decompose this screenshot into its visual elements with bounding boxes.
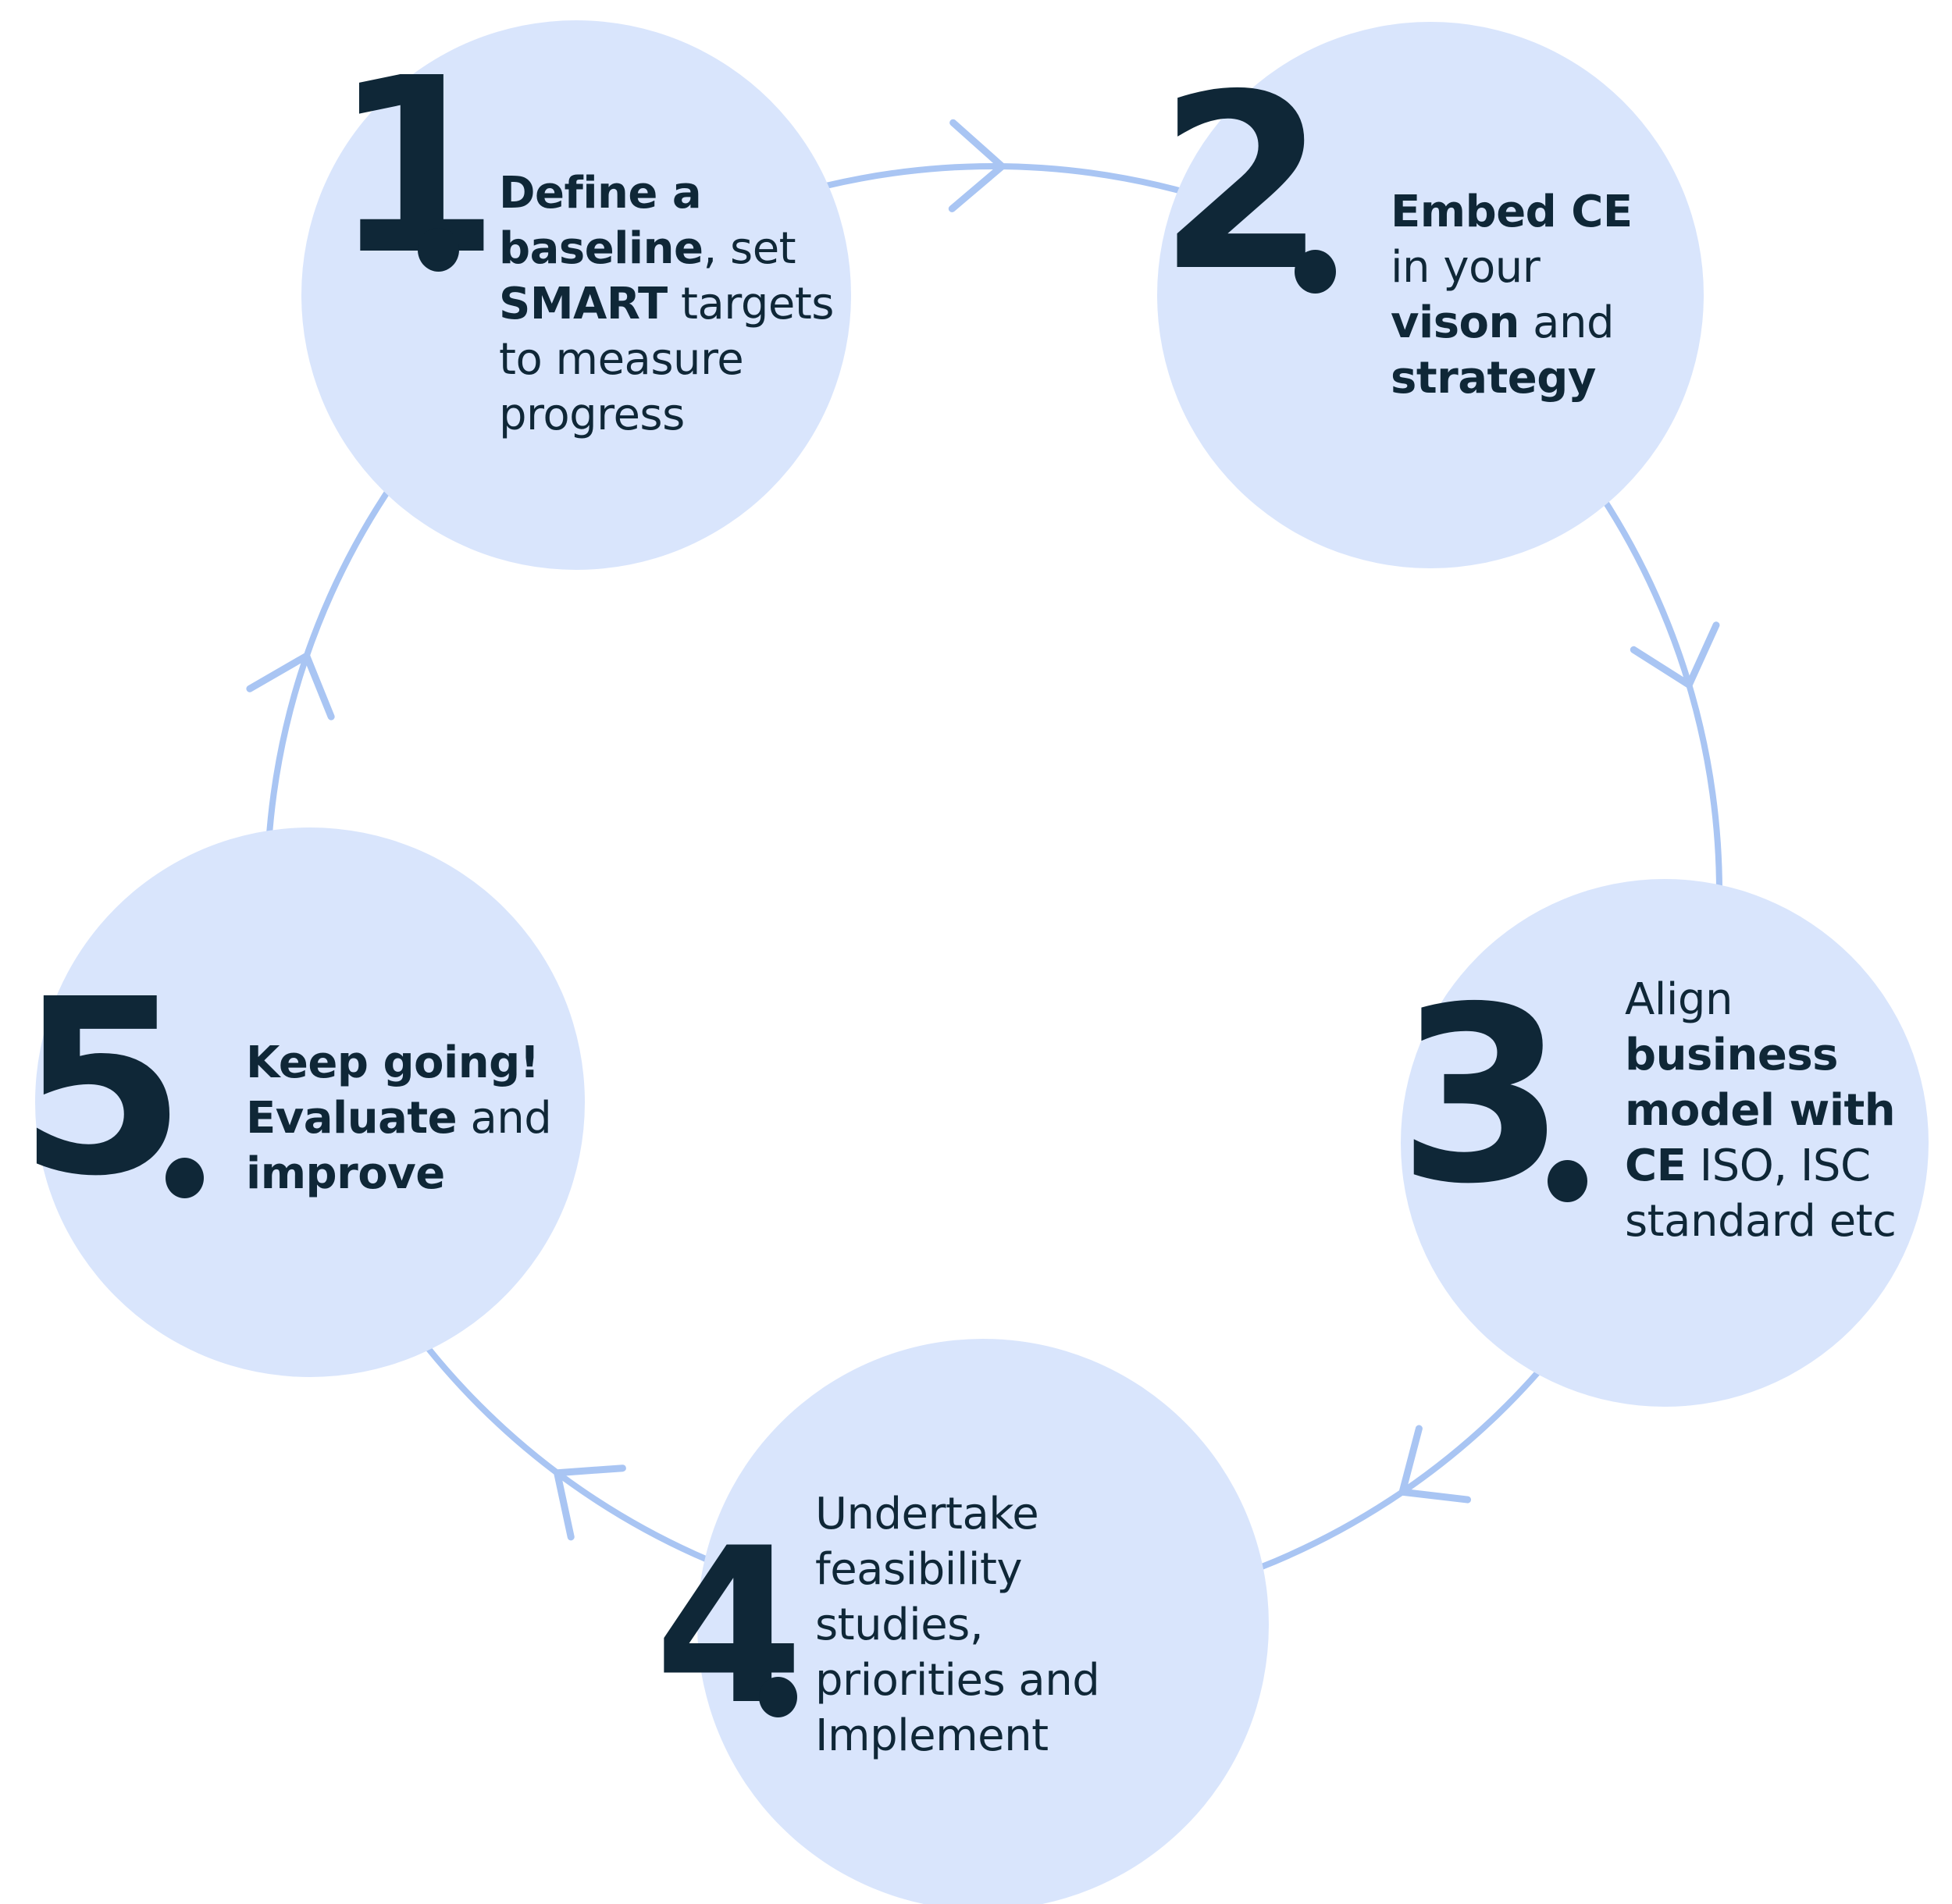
step-2-number-period-dot bbox=[1295, 250, 1336, 294]
step-1-text-line-5: progress bbox=[499, 387, 834, 443]
text-segment: and bbox=[457, 1093, 552, 1144]
arrow-head-4 bbox=[554, 1464, 626, 1541]
arrow-head-3 bbox=[1398, 1425, 1472, 1504]
text-segment: CE bbox=[1625, 1141, 1687, 1191]
step-4-text-line-5: Implement bbox=[815, 1708, 1099, 1763]
step-circle-2 bbox=[1157, 22, 1704, 568]
text-segment: Embed CE bbox=[1391, 187, 1633, 237]
text-segment: Implement bbox=[815, 1710, 1049, 1761]
text-segment: strategy bbox=[1391, 353, 1596, 404]
step-2-text-line-3: vison and bbox=[1391, 295, 1633, 351]
step-3-text-line-5: standard etc bbox=[1625, 1194, 1897, 1249]
step-2-text-line-2: in your bbox=[1391, 240, 1633, 295]
step-circle-3 bbox=[1401, 879, 1929, 1407]
text-segment: model with bbox=[1625, 1085, 1896, 1136]
step-5-text-line-3: improve bbox=[246, 1146, 551, 1201]
text-segment: standard etc bbox=[1625, 1196, 1897, 1247]
step-4-text-line-4: priorities and bbox=[815, 1653, 1100, 1708]
text-segment: and bbox=[1519, 297, 1615, 348]
text-segment: Define a bbox=[499, 168, 702, 219]
text-segment: feasibility bbox=[815, 1544, 1023, 1595]
text-segment: to measure bbox=[499, 334, 744, 385]
step-3-number: 3 bbox=[1398, 956, 1566, 1237]
step-3-text-line-4: CE ISO, ISC bbox=[1625, 1138, 1896, 1194]
text-segment: Keep going! bbox=[246, 1037, 540, 1088]
text-segment: ISO, ISC bbox=[1686, 1141, 1871, 1191]
step-3-number-period-dot bbox=[1548, 1160, 1587, 1202]
step-4-text-line-2: feasibility bbox=[815, 1542, 1099, 1597]
step-3-text-line-3: model with bbox=[1625, 1083, 1896, 1138]
arrow-head-1 bbox=[948, 119, 1006, 212]
step-4-number-period-dot bbox=[759, 1677, 797, 1717]
text-segment: Evaluate bbox=[246, 1093, 458, 1144]
text-segment: progress bbox=[499, 390, 685, 440]
step-5-number: 5 bbox=[18, 948, 187, 1230]
step-2-text-line-1: Embed CE bbox=[1391, 184, 1633, 240]
text-segment: priorities and bbox=[815, 1655, 1100, 1706]
step-1-text-line-1: Define a bbox=[499, 165, 834, 221]
text-segment: , set bbox=[703, 223, 796, 274]
arrow-head-2 bbox=[1630, 621, 1720, 689]
step-circle-4 bbox=[697, 1339, 1269, 1904]
text-segment: SMART bbox=[499, 279, 668, 329]
step-4-text-line-3: studies, bbox=[815, 1597, 1099, 1653]
step-4-text-line-1: Undertake bbox=[815, 1486, 1099, 1542]
step-circle-5 bbox=[35, 827, 585, 1377]
step-5-text-line-1: Keep going! bbox=[246, 1035, 551, 1091]
text-segment: Align bbox=[1625, 974, 1733, 1025]
step-1-text-line-4: to measure bbox=[499, 332, 834, 387]
step-1-number-period-dot bbox=[418, 228, 459, 272]
text-segment: in your bbox=[1391, 242, 1541, 293]
text-segment: vison bbox=[1391, 297, 1519, 348]
step-5-text-line-2: Evaluate and bbox=[246, 1091, 552, 1146]
step-1-number: 1 bbox=[332, 27, 500, 308]
text-segment: baseline bbox=[499, 223, 704, 274]
step-1-text-line-2: baseline, set bbox=[499, 221, 834, 276]
step-2-text-line-4: strategy bbox=[1391, 351, 1633, 406]
text-segment: improve bbox=[246, 1148, 445, 1199]
text-segment: business bbox=[1625, 1030, 1839, 1080]
arrow-head-5 bbox=[246, 652, 335, 721]
step-circle-1 bbox=[301, 20, 851, 570]
step-3-text-line-2: business bbox=[1625, 1027, 1896, 1083]
step-1-text-line-3: SMART targets bbox=[499, 276, 834, 332]
text-segment: targets bbox=[667, 279, 834, 329]
step-5-number-period-dot bbox=[166, 1158, 204, 1198]
text-segment: Undertake bbox=[815, 1489, 1039, 1539]
text-segment: studies, bbox=[815, 1600, 984, 1650]
step-3-text-line-1: Align bbox=[1625, 972, 1896, 1027]
